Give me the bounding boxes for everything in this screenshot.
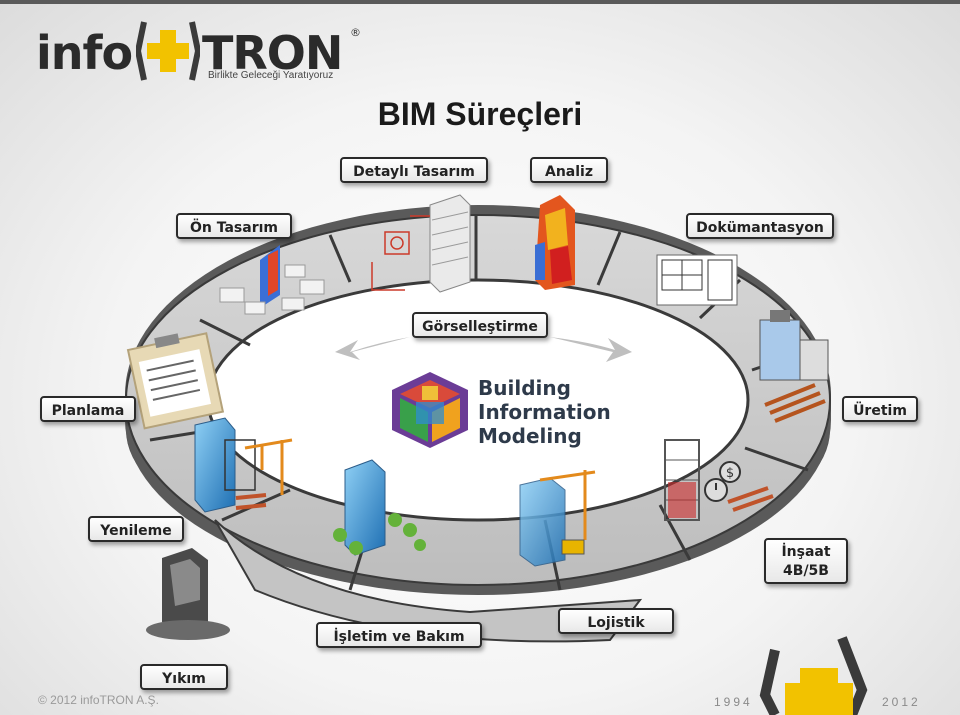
stage-dokumantasyon: Dokümantasyon	[686, 213, 834, 239]
renovation-building-icon	[194, 417, 256, 513]
stage-insaat: İnşaat 4B/5B	[764, 538, 848, 584]
timber-beams-icon	[235, 493, 267, 510]
logo-tagline: Birlikte Geleceği Yaratıyoruz	[208, 70, 334, 81]
center-line-3: Modeling	[478, 424, 582, 448]
analysis-building-icon	[535, 195, 575, 290]
stage-detayli-tasarim: Detaylı Tasarım	[340, 157, 488, 183]
office-building-icon	[344, 459, 386, 556]
steel-frame-building-icon	[664, 439, 700, 521]
arrow-right-icon	[550, 337, 632, 362]
demolished-building-icon	[146, 548, 230, 640]
crane-icon	[244, 438, 293, 495]
logo-registered: ®	[350, 26, 361, 39]
stopwatch-icon	[704, 478, 728, 502]
building-icon	[371, 194, 471, 293]
arrow-left-icon	[335, 337, 410, 360]
infotron-logo: info TRON ® Birlikte Geleceği Yaratıyoru…	[36, 12, 366, 92]
stage-gorsellestirme: Görselleştirme	[412, 312, 548, 338]
stage-lojistik: Lojistik	[558, 608, 674, 634]
logo-plus-icon	[136, 21, 200, 81]
stage-uretim: Üretim	[842, 396, 918, 422]
blueprint-icon	[656, 254, 738, 306]
stage-analiz: Analiz	[530, 157, 608, 183]
page-title: BIM Süreçleri	[377, 96, 583, 132]
center-line-2: Information	[478, 400, 611, 424]
stage-yikim: Yıkım	[140, 664, 228, 690]
logo-plus-large-icon	[759, 636, 868, 715]
logo-word-info: info	[36, 26, 133, 80]
stage-isletme-bakim: İşletim ve Bakım	[316, 622, 482, 648]
footer-copyright: © 2012 infoTRON A.Ş.	[38, 693, 159, 707]
stage-insaat-line2: 4B/5B	[783, 563, 829, 579]
dollar-icon: $	[719, 461, 741, 483]
construction-site-icon	[519, 470, 596, 567]
stage-yenileme: Yenileme	[88, 516, 184, 542]
stage-insaat-line1: İnşaat	[781, 544, 831, 560]
center-line-1: Building	[478, 376, 571, 400]
massing-model-icon	[219, 245, 325, 315]
tree-icon	[333, 513, 426, 555]
svg-text:$: $	[726, 466, 734, 481]
cube-logo-icon	[392, 372, 468, 448]
logo-word-tron: TRON	[202, 26, 343, 80]
top-bar	[0, 0, 960, 4]
clipboard-icon	[126, 332, 225, 430]
footer-year-start: 1994	[714, 695, 753, 709]
stage-planlama: Planlama	[40, 396, 136, 422]
stage-on-tasarim: Ön Tasarım	[176, 213, 292, 239]
factory-icon	[759, 310, 829, 423]
bim-center-text: Building Information Modeling	[478, 376, 611, 448]
timber-beams-icon	[727, 486, 774, 512]
footer-year-end: 2012	[882, 695, 921, 709]
